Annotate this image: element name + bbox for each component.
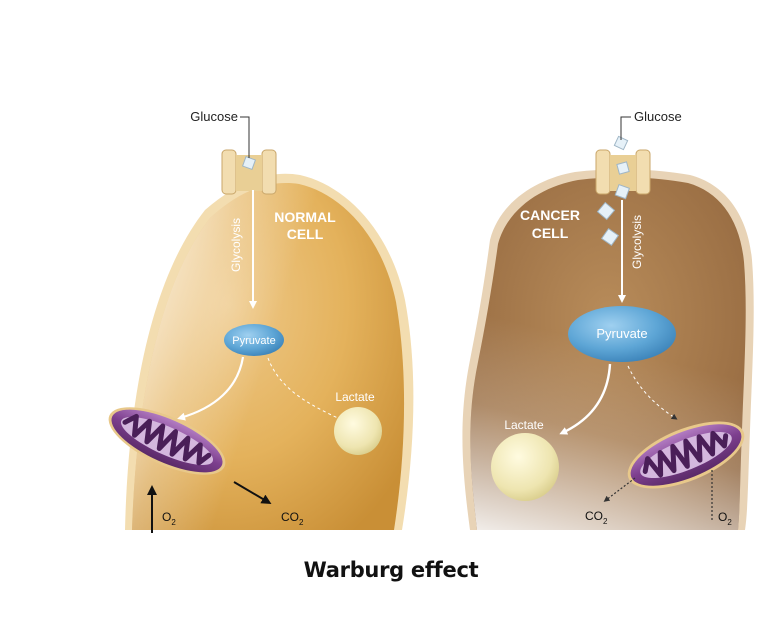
cancer-glucose-transporter: [595, 149, 651, 195]
normal-mitochondrion: [108, 407, 226, 475]
normal-pyruvate-label: Pyruvate: [232, 335, 275, 347]
cancer-cell: Glucose Glycolysis CANCER CELL Pyruvate …: [462, 109, 754, 531]
normal-glycolysis-label: Glycolysis: [229, 218, 243, 272]
cancer-lactate-label: Lactate: [504, 418, 544, 432]
glucose-molecule-icon: [600, 227, 620, 247]
cancer-glycolysis-label: Glycolysis: [630, 215, 644, 269]
glucose-molecule-icon: [241, 155, 257, 171]
normal-lactate-label: Lactate: [335, 390, 375, 404]
figure-caption: Warburg effect: [303, 558, 479, 582]
normal-to-mito-arrow: [177, 356, 245, 421]
normal-cell-title-line1: NORMAL: [274, 209, 336, 225]
normal-pyruvate-blob: [224, 324, 284, 356]
normal-to-lactate-dashed: [267, 357, 345, 422]
normal-co2-arrow: [233, 481, 272, 505]
normal-glucose-label: Glucose: [190, 109, 238, 124]
normal-cell-title-line2: CELL: [287, 226, 324, 242]
normal-lactate-sphere: [334, 407, 382, 455]
normal-cell: Glucose Glycolysis NORMAL CELL Pyruvate …: [108, 109, 414, 533]
cancer-cell-title-line1: CANCER: [520, 207, 580, 223]
glucose-molecule-icon: [614, 183, 630, 200]
glucose-molecule-icon: [613, 135, 629, 151]
cancer-to-lactate-arrow: [559, 363, 612, 435]
normal-glucose-leader: [240, 116, 250, 158]
cancer-o2-label: O2: [718, 510, 732, 527]
cancer-glucose-molecules: [596, 135, 630, 247]
cancer-cell-title-line2: CELL: [532, 225, 569, 241]
cancer-pyruvate-label: Pyruvate: [596, 326, 647, 341]
normal-o2-label: O2: [162, 510, 176, 527]
cancer-lactate-sphere: [491, 433, 559, 501]
normal-cell-highlight: [132, 183, 405, 530]
cancer-pyruvate-blob: [568, 306, 676, 362]
normal-glucose-transporter: [221, 149, 277, 195]
cancer-to-mito-dashed: [627, 365, 678, 420]
cancer-mitochondrion: [627, 421, 745, 489]
normal-co2-label: CO2: [281, 510, 304, 527]
cancer-glucose-leader: [620, 116, 631, 140]
cancer-co2-label: CO2: [585, 509, 608, 526]
glucose-molecule-icon: [596, 201, 616, 221]
glucose-molecule-icon: [616, 161, 630, 175]
cancer-glucose-label: Glucose: [634, 109, 682, 124]
